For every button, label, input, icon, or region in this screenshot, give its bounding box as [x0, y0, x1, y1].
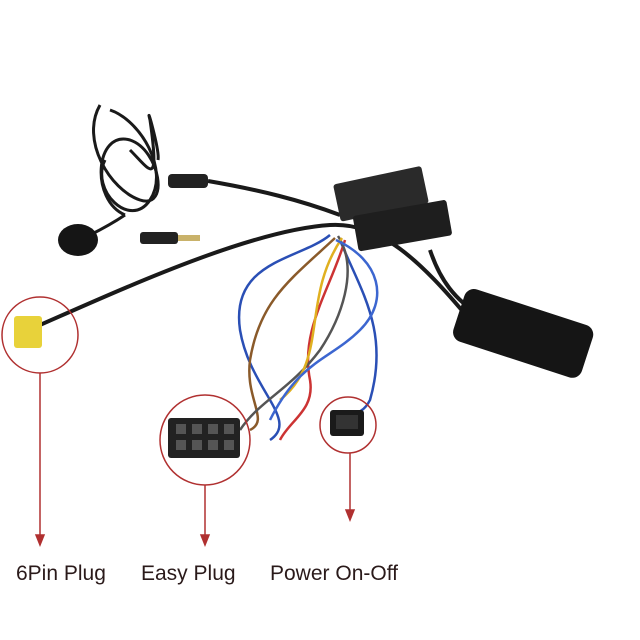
audio-jack-male	[140, 232, 178, 244]
six-pin-plug	[14, 316, 42, 348]
easy-plug-label: Easy Plug	[141, 562, 236, 585]
microphone-foam	[58, 224, 98, 256]
colored-wires	[237, 234, 379, 442]
audio-jack-female	[168, 174, 208, 188]
power-callout-circle	[319, 396, 377, 454]
iso-connector-top-2	[353, 200, 452, 252]
six-pin-plug-label: 6Pin Plug	[16, 562, 106, 585]
bluetooth-module	[453, 288, 594, 378]
callout-arrows	[34, 373, 356, 548]
microphone-cable	[89, 104, 160, 237]
power-on-off-label: Power On-Off	[270, 562, 398, 585]
